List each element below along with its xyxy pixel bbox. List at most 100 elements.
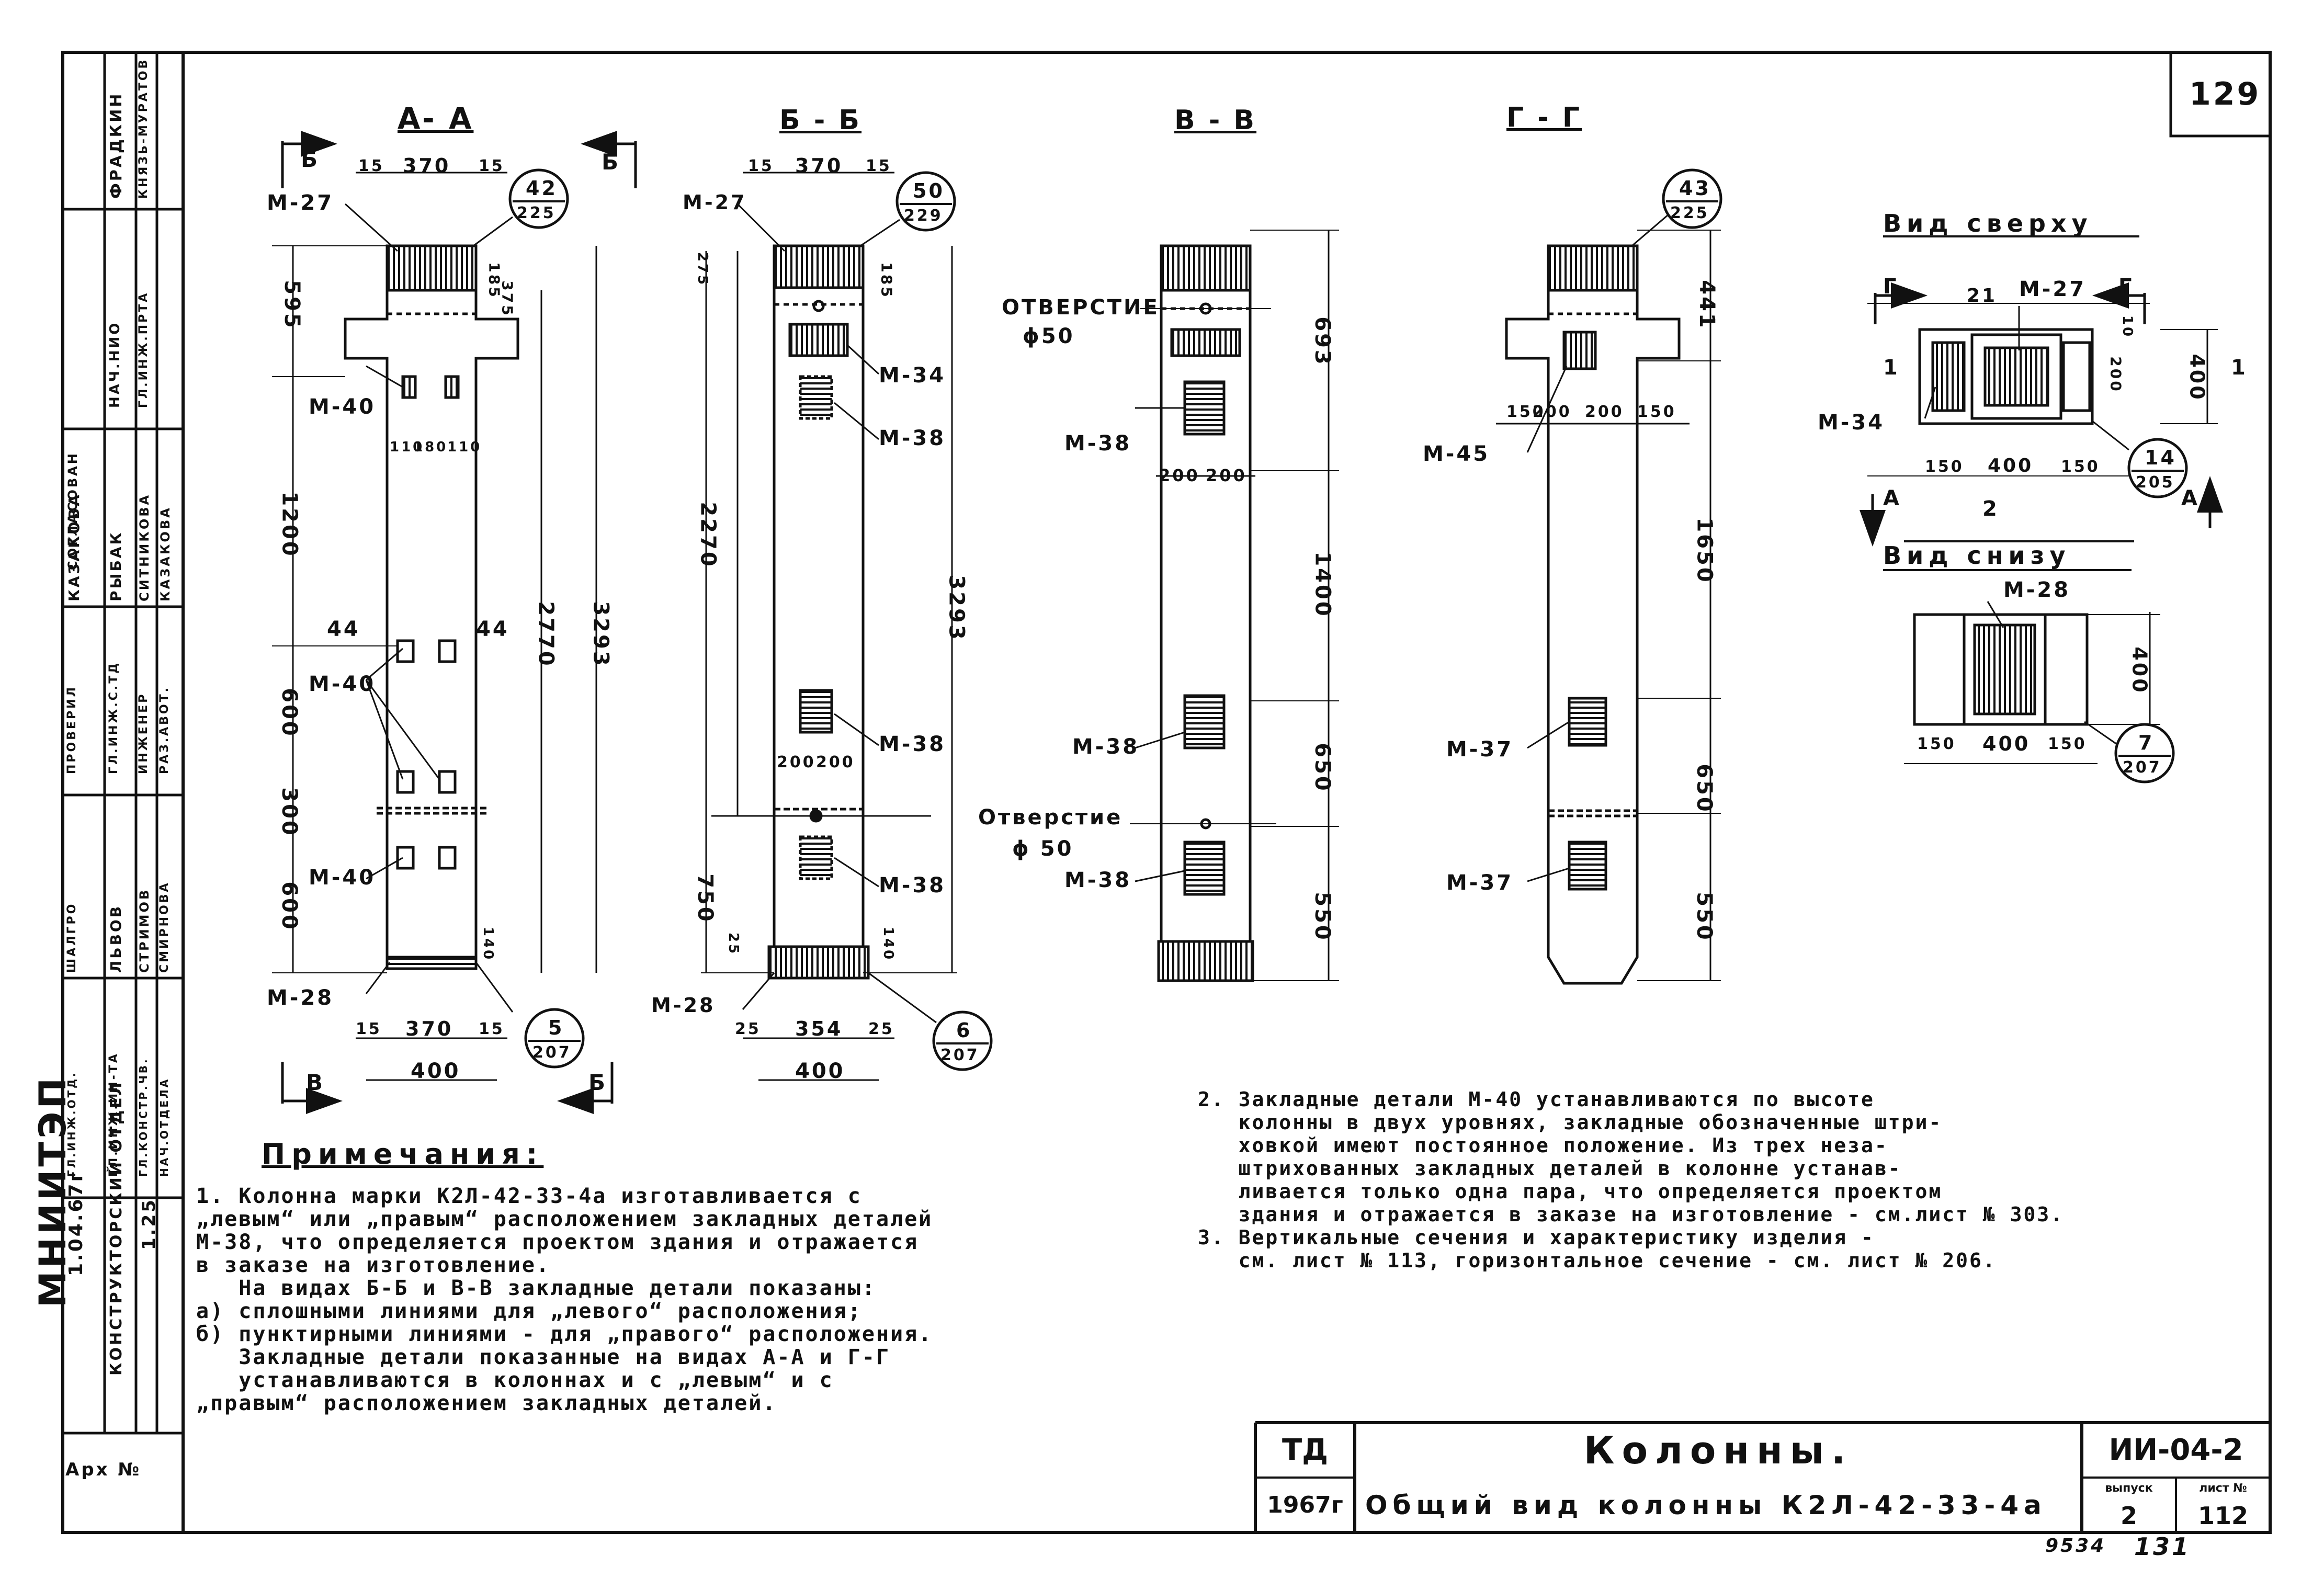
label-m38-bb-3: М-38	[879, 873, 946, 898]
note-right-line: ховкой имеют постоянное положение. Из тр…	[1198, 1134, 1888, 1157]
dim-370-bb: 370	[795, 154, 843, 177]
dim-750-bb: 750	[693, 873, 717, 924]
dim-150-bottom-2: 150	[2048, 735, 2087, 753]
section-title-bb: Б - Б	[779, 105, 862, 136]
cut-a-right: А	[2181, 486, 2200, 510]
dim-150-top-2: 150	[2061, 458, 2100, 476]
sheet-mark-box	[2169, 51, 2272, 138]
dim-370-aa: 370	[403, 154, 451, 177]
dim-400-aa: 400	[411, 1059, 461, 1083]
dim-200-vv-1: 200	[1159, 465, 1200, 485]
dim-15-aa-3: 15	[356, 1020, 382, 1038]
dim-15-aa-2: 15	[479, 157, 505, 175]
stamp-arch: Арх №	[65, 1459, 142, 1480]
dim-21-top: 21	[1967, 285, 1998, 306]
stamp-name: СИТНИКОВА	[137, 493, 152, 601]
label-m34-bb: М-34	[879, 364, 946, 388]
label-m38-vv-1: М-38	[1064, 431, 1132, 456]
note-left-line: 1. Колонна марки К2Л-42-33-4а изготавлив…	[196, 1184, 862, 1208]
note-right-line: см. лист № 113, горизонтальное сечение -…	[1198, 1249, 1997, 1272]
stamp-name: СМИРНОВА	[158, 881, 171, 973]
cut-1-right: 1	[2231, 356, 2248, 380]
stamp-role: ГЛ.КОНСТР.ЧВ.	[137, 1057, 150, 1177]
note-right-line: здания и отражается в заказе на изготовл…	[1198, 1203, 2065, 1226]
note-left-line: „правым“ расположением закладных деталей…	[196, 1391, 777, 1415]
label-m38-vv-2: М-38	[1072, 735, 1140, 759]
stamp-role: ПРОВЕРИЛ	[65, 685, 78, 774]
label-hole-vv: ОТВЕРСТИЕ	[1002, 296, 1160, 320]
stamp-name: СТРИМОВ	[137, 888, 152, 973]
stamp-name: КНЯЗЬ-МУРАТОВ	[137, 58, 150, 199]
section-bb	[701, 172, 957, 1081]
dim-44-aa-1: 44	[327, 617, 360, 641]
dim-375-aa: 375	[498, 280, 516, 317]
note-left-line: М-38, что определяется проектом здания и…	[196, 1230, 919, 1254]
dim-140-bb: 140	[880, 926, 897, 962]
dim-595-aa: 595	[279, 280, 304, 330]
stamp-role: ГЛ.ИНЖ.С.ТД	[107, 661, 120, 774]
dim-200-vv-2: 200	[1206, 465, 1247, 485]
dim-2770-aa: 2770	[534, 601, 558, 668]
label-m45-gg: М-45	[1423, 442, 1490, 466]
tb-year: 1967г	[1267, 1492, 1343, 1518]
label-m40-aa-1: М-40	[309, 395, 376, 419]
label-m38-bb-2: М-38	[879, 732, 946, 756]
dim-1400-vv: 1400	[1310, 551, 1335, 618]
stamp-name: ШАЛГРО	[65, 902, 78, 973]
dim-3293-bb: 3293	[944, 575, 969, 642]
section-title-aa: А- А	[398, 102, 474, 136]
view-from-below	[1883, 569, 2160, 764]
dim-650-gg: 650	[1692, 764, 1716, 814]
dim-150-gg-2: 150	[1637, 403, 1676, 421]
cut-mark-bottom-left: В	[306, 1070, 325, 1095]
dim-15-aa-1: 15	[358, 157, 384, 175]
label-m40-aa-2: М-40	[309, 672, 376, 696]
stamp-role: НАЧ.НИО	[107, 321, 123, 408]
note-left-line: в заказе на изготовление.	[196, 1253, 551, 1277]
section-vv	[1130, 230, 1339, 982]
label-m27-top: М-27	[2019, 277, 2087, 301]
tb-sheet: 112	[2197, 1501, 2249, 1530]
view-from-above	[1860, 235, 2223, 547]
dim-15-aa-4: 15	[479, 1020, 505, 1038]
dim-25-bb: 25	[725, 932, 742, 956]
dim-1200-aa: 1200	[277, 491, 302, 558]
bubbles	[508, 168, 2188, 1071]
label-m38-vv-3: М-38	[1064, 868, 1132, 892]
label-m28-aa: М-28	[267, 986, 334, 1010]
stamp-name: ФРАДКИН	[107, 92, 126, 199]
stamp-role: ГЛ.ИНЖ.ПРТА	[137, 291, 150, 408]
section-aa	[272, 131, 637, 1114]
dim-354-bb: 354	[795, 1017, 843, 1040]
label-d50-vv-2: ϕ 50	[1012, 837, 1074, 861]
dim-650-vv: 650	[1310, 743, 1334, 793]
stamp-name: КАЗАКОВА	[65, 493, 83, 601]
label-m28-bb: М-28	[651, 994, 716, 1017]
dim-185-bb: 185	[878, 262, 895, 299]
tb-issue-label: выпуск	[2105, 1481, 2153, 1495]
label-m38-bb-1: М-38	[879, 426, 946, 450]
dim-600-aa-1: 600	[277, 688, 301, 738]
dim-150-gg-1: 150	[1506, 403, 1546, 421]
label-d50-vv: ϕ50	[1023, 324, 1075, 348]
note-left-line: „левым“ или „правым“ расположением закла…	[196, 1207, 933, 1231]
stamp-role: ИНЖЕНЕР	[137, 692, 150, 774]
notes-heading: Примечания:	[262, 1138, 544, 1171]
dim-1650-gg: 1650	[1692, 517, 1717, 584]
label-m37-gg-2: М-37	[1446, 871, 1514, 895]
sheet-mark: 129	[2189, 76, 2261, 112]
stamp-role: РАЗ.АВОТ.	[158, 686, 171, 774]
dim-110-aa-2: 110	[447, 439, 482, 455]
dim-200-gg-2: 200	[1585, 403, 1624, 421]
tb-td: ТД	[1282, 1433, 1329, 1467]
dim-25-bb-right: 25	[868, 1020, 894, 1038]
note-left-line: б) пунктирными линиями - для „правого“ р…	[196, 1322, 933, 1346]
tb-title: Колонны.	[1583, 1428, 1853, 1472]
view-top-title: Вид сверху	[1883, 209, 2093, 237]
dim-550-gg: 550	[1692, 892, 1716, 942]
dim-3293-aa: 3293	[588, 601, 613, 668]
dim-150-bottom-1: 150	[1917, 735, 1956, 753]
label-hole-vv-2: Отверстие	[978, 805, 1123, 830]
note-left-line: а) сплошными линиями для „левого“ распол…	[196, 1299, 862, 1323]
below-right-number: 131	[2134, 1532, 2191, 1561]
